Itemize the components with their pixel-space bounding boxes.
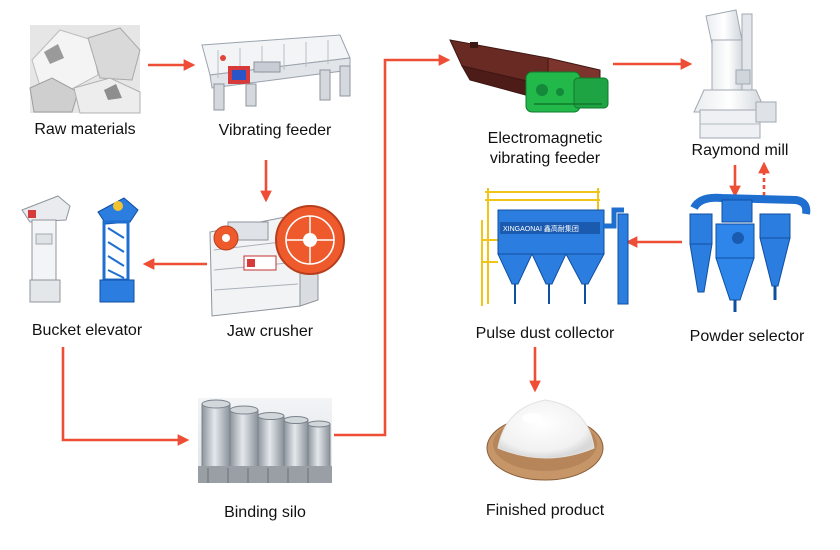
- silo-icon: [198, 398, 332, 483]
- bucket-elevator-icon: [21, 195, 139, 303]
- label-vibrating-feeder: Vibrating feeder: [218, 122, 332, 139]
- label-finished-product: Finished product: [485, 502, 605, 519]
- label-electromagnetic-line2: vibrating feeder: [489, 150, 601, 167]
- arrow-bucket-to-silo: [61, 347, 190, 446]
- cyclone-separator-icon: [689, 193, 811, 312]
- arrow-silo-to-electromagnetic: [334, 54, 451, 437]
- collector-brand-text: XINGAONAI 鑫高耐集团: [503, 224, 579, 233]
- vibrating-feeder-icon: [201, 34, 351, 111]
- dust-collector-icon: XINGAONAI 鑫高耐集团: [481, 188, 629, 306]
- label-bucket-elevator: Bucket elevator: [31, 322, 143, 339]
- label-electromagnetic-feeder: Electromagnetic vibrating feeder: [470, 129, 620, 169]
- label-powder-selector: Powder selector: [689, 328, 805, 345]
- rock-pile-icon: [29, 25, 141, 114]
- label-raymond-mill: Raymond mill: [691, 142, 789, 159]
- label-raw-materials: Raw materials: [34, 121, 136, 138]
- label-pulse-dust-collector: Pulse dust collector: [475, 325, 615, 342]
- label-jaw-crusher: Jaw crusher: [226, 323, 314, 340]
- label-binding-silo: Binding silo: [224, 504, 306, 521]
- label-electromagnetic-line1: Electromagnetic: [487, 130, 603, 147]
- electromagnetic-feeder-icon: [449, 39, 609, 113]
- jaw-crusher-icon: [209, 205, 345, 317]
- flow-arrows: [61, 54, 770, 446]
- powder-bowl-icon: [486, 399, 604, 481]
- raymond-mill-icon: [693, 9, 777, 139]
